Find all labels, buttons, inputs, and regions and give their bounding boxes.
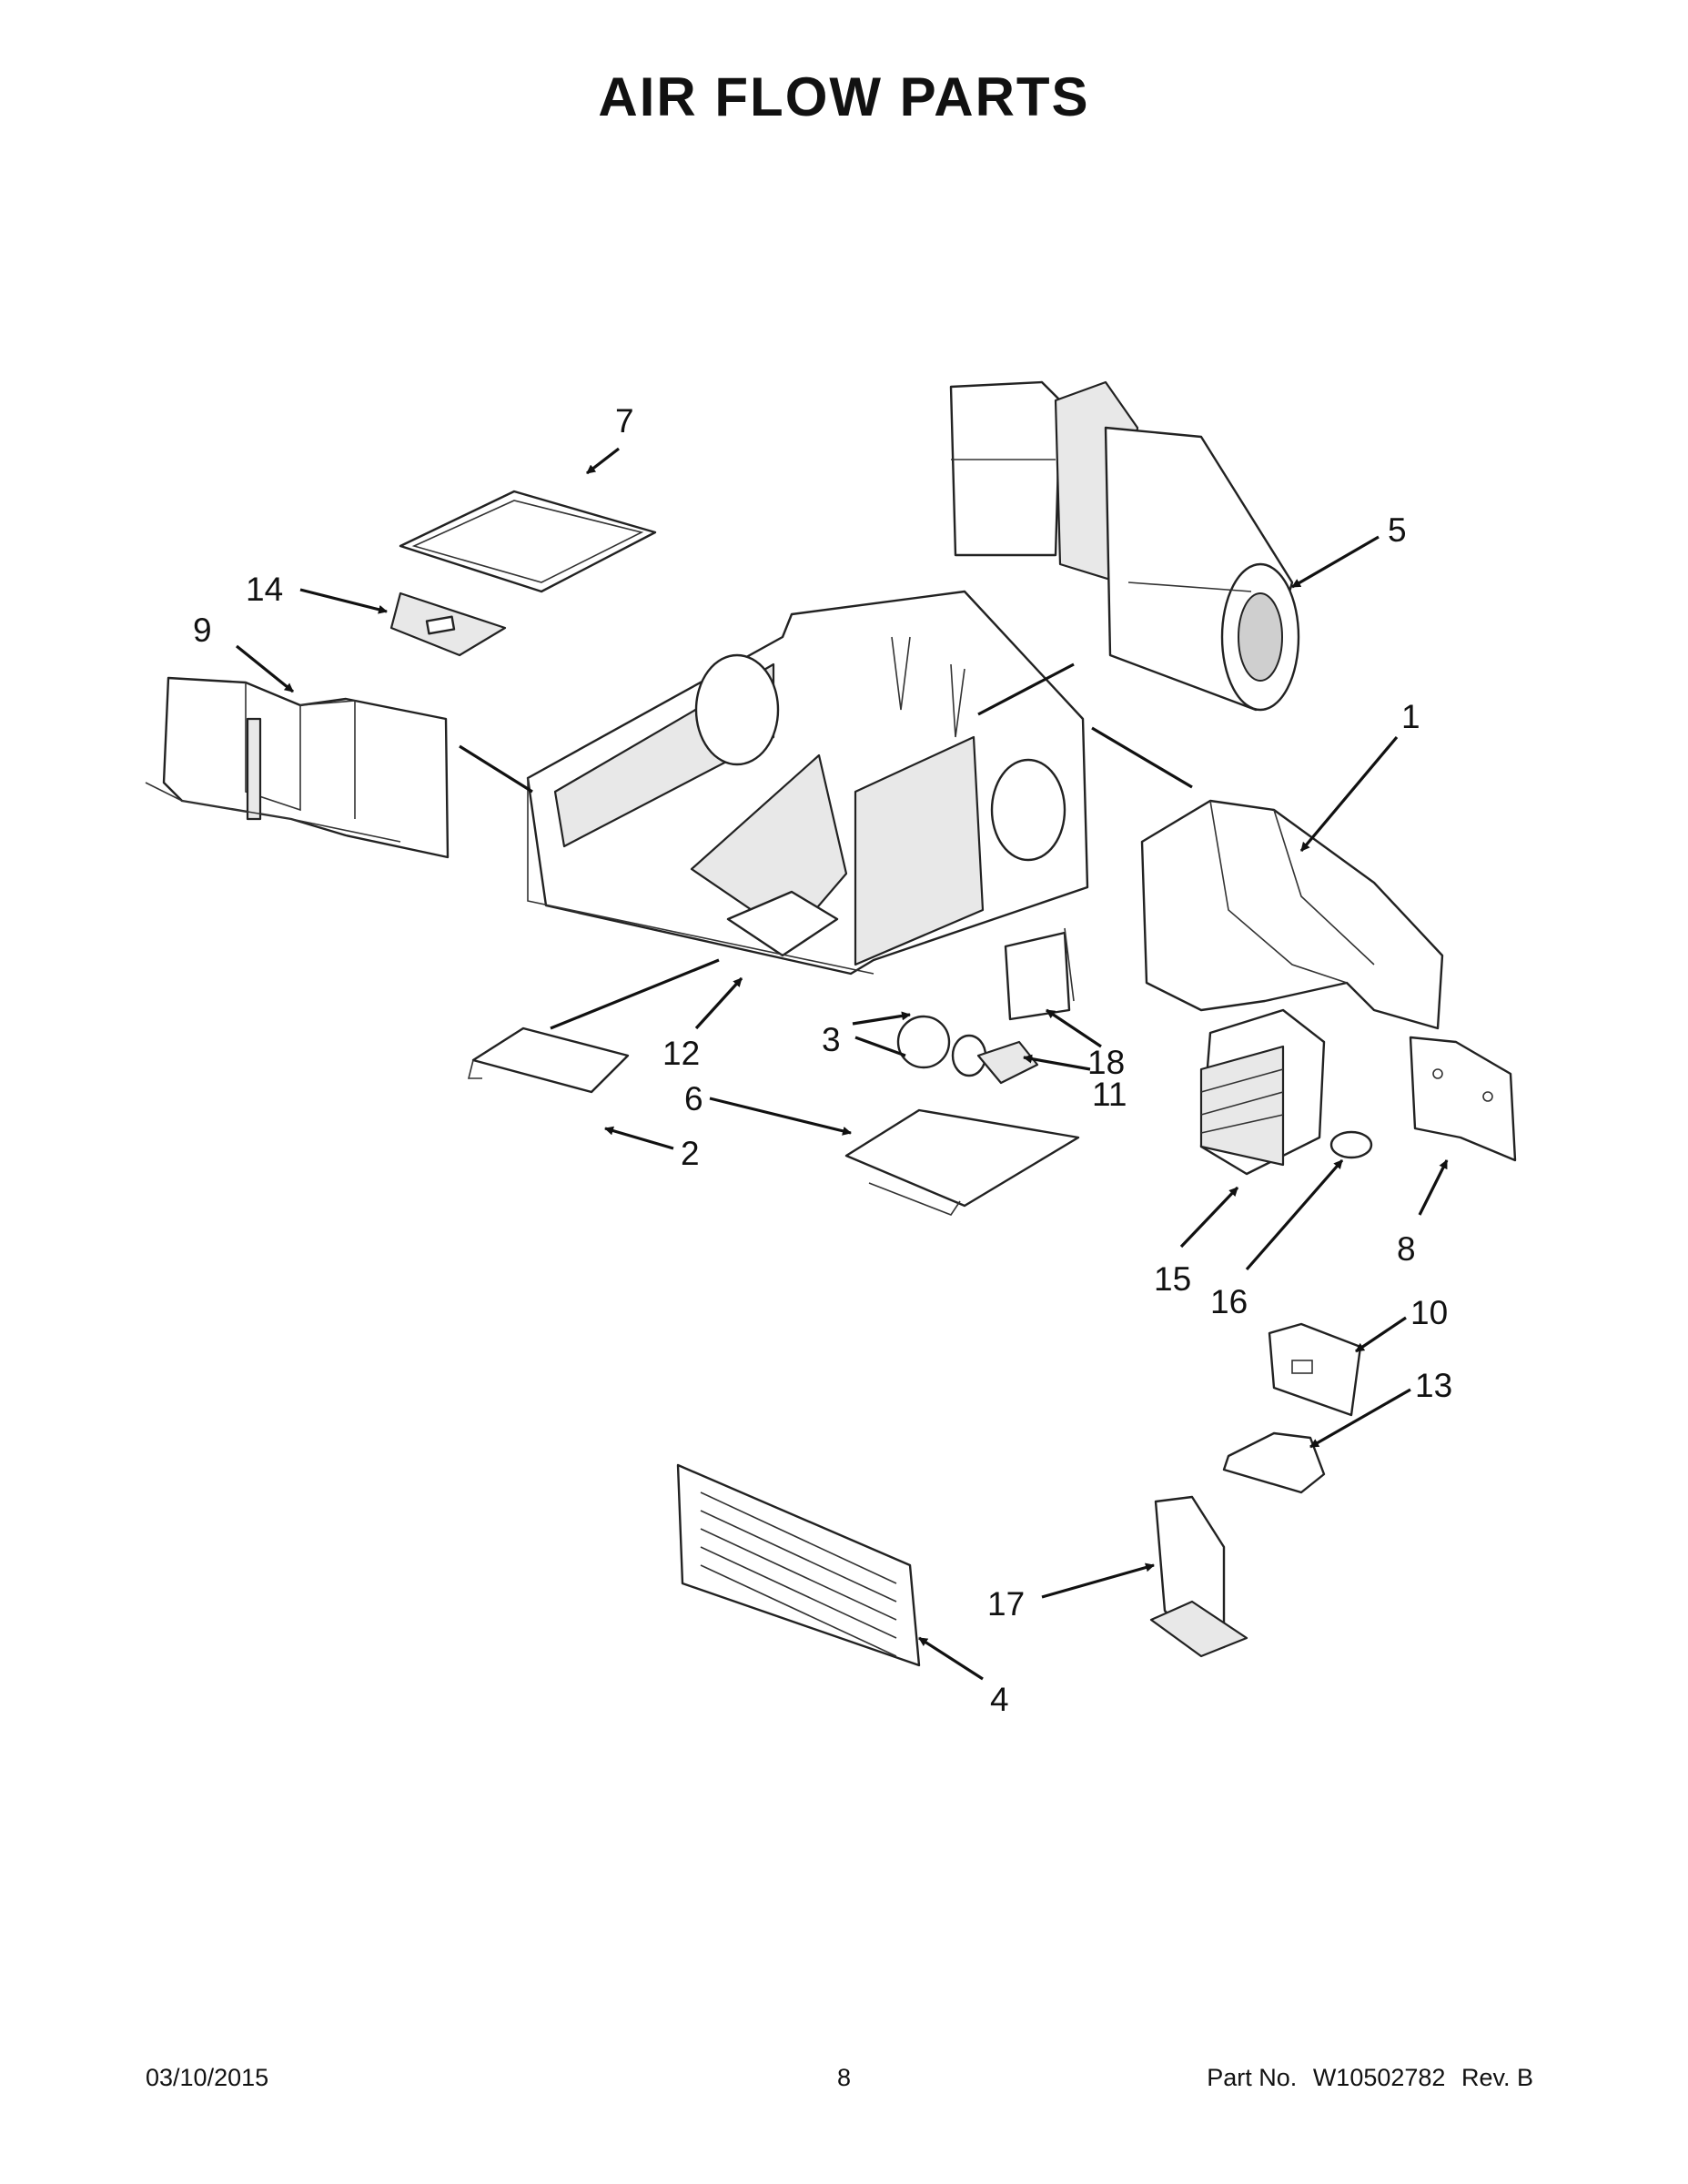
callout-6: 6 (684, 1080, 703, 1117)
callout-2: 2 (681, 1135, 700, 1172)
callout-16: 16 (1210, 1283, 1248, 1320)
callout-5: 5 (1388, 511, 1407, 549)
part-9-side-duct (145, 676, 450, 859)
callout-10: 10 (1410, 1294, 1448, 1331)
part-5-blower-motor (949, 380, 1300, 712)
part-13-bracket (1222, 1431, 1326, 1494)
callout-4: 4 (990, 1681, 1009, 1718)
callout-labels: 7 14 9 5 1 12 3 18 11 6 2 15 16 8 10 13 … (193, 402, 1452, 1718)
base-air-guide-assembly (526, 590, 1089, 976)
part-16-thermostat (1329, 1130, 1373, 1159)
part-17-duct-adapter (1149, 1495, 1248, 1658)
callout-3: 3 (822, 1021, 841, 1058)
part-6-bottom-plate (844, 1108, 1080, 1216)
part-4-vent-grille (676, 1463, 921, 1667)
callout-15: 15 (1154, 1260, 1191, 1298)
part-7-filter-frame (399, 490, 657, 593)
revision: Rev. B (1461, 2064, 1533, 2091)
callout-11: 11 (1092, 1076, 1127, 1113)
part-18-bracket (1004, 927, 1075, 1021)
callout-18: 18 (1087, 1044, 1125, 1081)
part-8-bracket (1409, 1036, 1517, 1162)
leader-lines (235, 447, 1449, 1681)
callout-13: 13 (1415, 1367, 1452, 1404)
part-number-value: W10502782 (1312, 2064, 1446, 2091)
part-11-lamp-socket (976, 1040, 1039, 1085)
callout-9: 9 (193, 612, 212, 649)
callout-12: 12 (662, 1035, 700, 1072)
footer-part-number: Part No. W10502782 Rev. B (1207, 2064, 1533, 2092)
part-2-cover-plate (467, 1026, 630, 1094)
footer-page-number: 8 (836, 2064, 852, 2091)
page-title: AIR FLOW PARTS (598, 66, 1090, 127)
callout-8: 8 (1397, 1230, 1416, 1268)
part-15-transformer (1199, 1008, 1326, 1176)
callout-14: 14 (246, 571, 283, 608)
part-1-air-duct (1140, 799, 1444, 1030)
part-number-label: Part No. (1207, 2064, 1298, 2091)
callout-17: 17 (987, 1585, 1025, 1623)
part-14-gasket (389, 592, 507, 657)
callout-7: 7 (615, 402, 634, 440)
part-10-label (1268, 1322, 1362, 1417)
callout-1: 1 (1401, 698, 1420, 735)
part-3-lamp (896, 1015, 987, 1077)
footer-date: 03/10/2015 (146, 2064, 269, 2091)
